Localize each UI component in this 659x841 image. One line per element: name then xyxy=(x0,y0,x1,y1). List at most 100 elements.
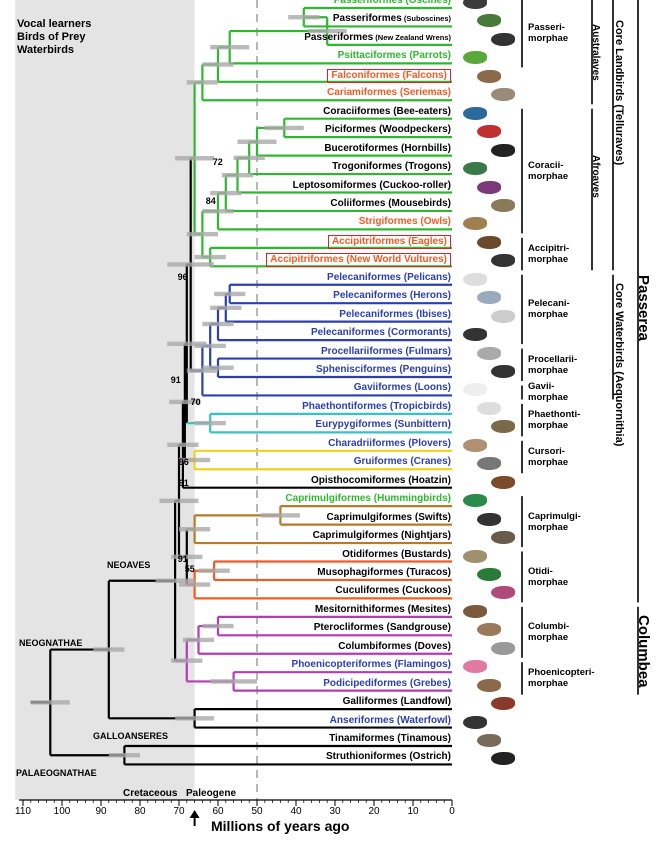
core-landbirds-error-bar xyxy=(175,156,215,161)
pelecani-procellarii-error-bar xyxy=(194,343,226,349)
clade-label: Coracii- morphae xyxy=(528,160,569,183)
taxon-label: Passeriformes (New Zealand Wrens) xyxy=(304,32,451,44)
clade-label: Accipitri- morphae xyxy=(528,243,570,266)
palaeognathae-error-bar xyxy=(108,753,140,758)
taxon-label: Phaethontiformes (Tropicbirds) xyxy=(302,401,451,413)
bird-illustration xyxy=(477,346,501,360)
neognathae-error-bar xyxy=(93,647,125,652)
bird-illustration xyxy=(463,162,487,176)
clade-label: Otidi- morphae xyxy=(528,565,569,588)
taxon-label: Phoenicopteriformes (Flamingos) xyxy=(292,659,451,671)
afroaves-inner-error-bar xyxy=(202,209,234,214)
phaethontimorphae-error-bar xyxy=(194,420,226,426)
taxon-label: Leptosomiformes (Cuckoo-roller) xyxy=(293,180,451,192)
bird-illustration xyxy=(463,328,487,342)
columbi-inner-error-bar xyxy=(202,623,234,629)
cretaceous-shading xyxy=(15,0,195,800)
afroaves-error-bar xyxy=(186,231,218,237)
x-tick-label: 0 xyxy=(449,806,455,817)
node-support-label: 91 xyxy=(170,375,181,385)
node-support-label: 72 xyxy=(212,157,223,167)
bird-illustration xyxy=(477,291,501,305)
passerea-error-bar xyxy=(159,498,199,504)
bird-illustration xyxy=(477,512,501,526)
paleogene-label: Paleogene xyxy=(186,788,237,799)
bird-illustration xyxy=(463,438,487,452)
kpg-arrow xyxy=(189,810,200,818)
node-support-label: 96 xyxy=(178,457,189,467)
taxon-label: Passeriformes (Suboscines) xyxy=(333,13,451,25)
taxon-label: Gaviiformes (Loons) xyxy=(354,382,451,394)
neornithes-error-bar xyxy=(30,700,70,705)
taxon-label: Pterocliformes (Sandgrouse) xyxy=(314,622,451,634)
taxon-label: Caprimulgiformes (Nightjars) xyxy=(313,530,451,542)
bird-illustration xyxy=(477,734,501,747)
pelecani-b-error-bar xyxy=(210,305,242,311)
x-tick-label: 30 xyxy=(329,806,341,817)
australaves-label: Australaves xyxy=(590,24,601,81)
bird-illustration xyxy=(491,641,515,655)
australaves-error-bar xyxy=(186,80,218,85)
bird-illustration xyxy=(477,125,501,139)
bird-illustration xyxy=(491,365,515,378)
taxon-name: Procellariiformes (Fulmars) xyxy=(320,345,451,357)
taxon-name: Cariamiformes (Seriemas) xyxy=(327,87,451,99)
taxon-label: Psittaciformes (Parrots) xyxy=(338,50,451,62)
x-tick-label: 70 xyxy=(173,806,185,817)
taxon-name: Passeriformes xyxy=(304,31,374,43)
taxon-name: Accipitriformes (New World Vultures) xyxy=(270,254,447,266)
taxon-label: Musophagiformes (Turacos) xyxy=(317,567,451,579)
bird-illustration xyxy=(491,198,515,212)
bird-illustration xyxy=(477,69,501,83)
eufalconimorphae-error-bar xyxy=(202,62,234,67)
taxon-note: (New Zealand Wrens) xyxy=(373,32,451,42)
taxon-note: (Suboscines) xyxy=(401,14,451,24)
legend-waterbirds: Waterbirds xyxy=(17,44,75,56)
palaeognathae-label: PALAEOGNATHAE xyxy=(16,768,97,778)
bird-illustration xyxy=(477,678,501,692)
taxon-label: Anseriformes (Waterfowl) xyxy=(330,715,451,727)
x-tick-label: 90 xyxy=(95,806,107,817)
columbea-label: Columbea xyxy=(635,615,652,688)
clade-label: Pelecani- morphae xyxy=(528,298,570,321)
taxon-label: Strigiformes (Owls) xyxy=(359,216,451,228)
caprimulgimorphae-error-bar xyxy=(179,527,211,532)
core-waterbirds-label: Core Waterbirds (Aequornithia) xyxy=(613,283,625,447)
pelecani-a-error-bar xyxy=(214,291,246,297)
x-tick-label: 100 xyxy=(53,806,71,817)
taxon-label: Coraciiformes (Bee-eaters) xyxy=(323,106,451,118)
bird-illustration xyxy=(491,420,515,434)
x-tick-label: 80 xyxy=(134,806,146,817)
taxon-name: Bucerotiformes (Hornbills) xyxy=(324,142,451,154)
bird-illustration xyxy=(477,14,501,28)
x-tick-label: 110 xyxy=(15,806,31,817)
taxon-label: Galliformes (Landfowl) xyxy=(343,696,451,708)
bird-illustration xyxy=(491,531,515,545)
taxon-name: Phoenicopteriformes (Flamingos) xyxy=(291,659,451,671)
telluraves-aequornithia-error-bar xyxy=(167,262,215,267)
x-tick-label: 10 xyxy=(407,806,419,817)
bird-illustration xyxy=(477,235,501,249)
cursorimorphae-error-bar xyxy=(179,457,211,463)
taxon-label: Falconiformes (Falcons) xyxy=(327,68,451,83)
bird-illustration xyxy=(463,51,487,65)
taxon-name: Caprimulgiformes (Hummingbirds) xyxy=(285,493,451,505)
bird-illustration xyxy=(491,88,515,102)
accipitrimorphae-error-bar xyxy=(194,254,226,260)
pelecanimorphae-error-bar xyxy=(202,321,234,327)
taxon-label: Trogoniformes (Trogons) xyxy=(332,161,451,173)
legend-vocal-learners: Vocal learners xyxy=(17,18,92,30)
taxon-label: Cuculiformes (Cuckoos) xyxy=(335,585,451,597)
bird-illustration xyxy=(463,217,487,231)
taxon-label: Tinamiformes (Tinamous) xyxy=(329,733,451,745)
taxon-label: Pelecaniformes (Herons) xyxy=(333,290,451,302)
passerea-core-error-bar xyxy=(167,341,207,346)
cavitaves-a-error-bar xyxy=(237,139,277,144)
taxon-label: Passeriformes (Oscines) xyxy=(334,0,451,7)
bird-illustration xyxy=(491,475,515,489)
x-axis-title: Millions of years ago xyxy=(211,818,350,834)
bird-illustration xyxy=(491,254,515,268)
bird-illustration xyxy=(491,32,515,46)
